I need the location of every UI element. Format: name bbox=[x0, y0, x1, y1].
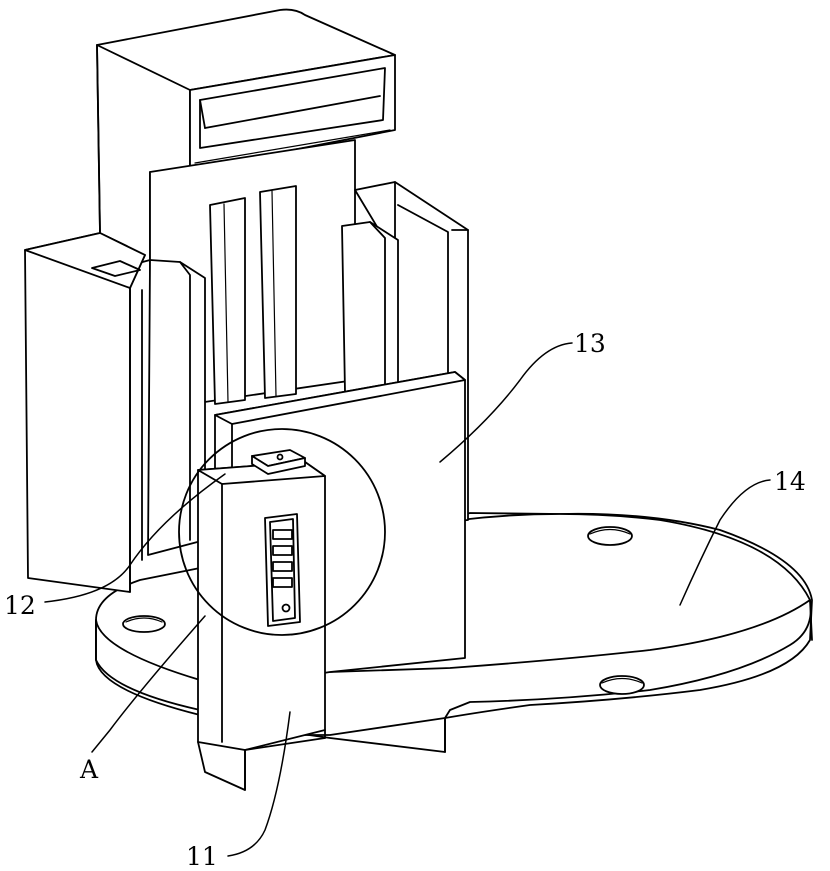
label-11: 11 bbox=[186, 842, 218, 871]
indicator-button bbox=[283, 605, 290, 612]
left-column bbox=[25, 233, 145, 592]
label-12: 12 bbox=[4, 591, 36, 620]
label-13: 13 bbox=[574, 329, 606, 358]
front-block bbox=[198, 450, 325, 790]
label-14: 14 bbox=[774, 467, 806, 496]
inner-left-rail bbox=[148, 260, 205, 555]
label-a: A bbox=[79, 755, 99, 784]
